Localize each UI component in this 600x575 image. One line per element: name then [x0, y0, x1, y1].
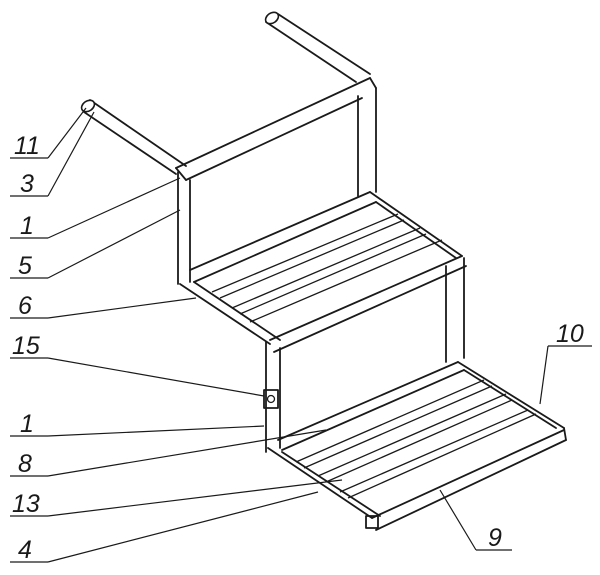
callout-5: 5	[18, 252, 32, 280]
callout-10: 10	[556, 320, 584, 348]
upper-right-post	[357, 87, 377, 197]
middle-left-post	[265, 341, 281, 453]
top-back-rail	[175, 77, 377, 181]
callout-13: 13	[12, 490, 40, 518]
callout-1-lower: 1	[20, 410, 34, 438]
leader-lines	[10, 107, 592, 563]
mounting-bracket	[263, 389, 279, 409]
upper-handrail-tube	[264, 11, 371, 83]
callout-8: 8	[18, 450, 32, 478]
left-handrail-tube	[80, 99, 187, 175]
upper-step-platform	[179, 191, 467, 353]
callout-11: 11	[14, 132, 40, 160]
middle-right-post	[445, 257, 465, 363]
callout-3: 3	[20, 170, 34, 198]
callout-9: 9	[488, 524, 502, 552]
callout-15: 15	[12, 332, 40, 360]
lower-step-frame	[267, 361, 567, 531]
callout-4: 4	[18, 536, 32, 564]
upper-left-post	[177, 171, 191, 285]
callout-1-upper: 1	[20, 212, 34, 240]
callout-6: 6	[18, 292, 32, 320]
